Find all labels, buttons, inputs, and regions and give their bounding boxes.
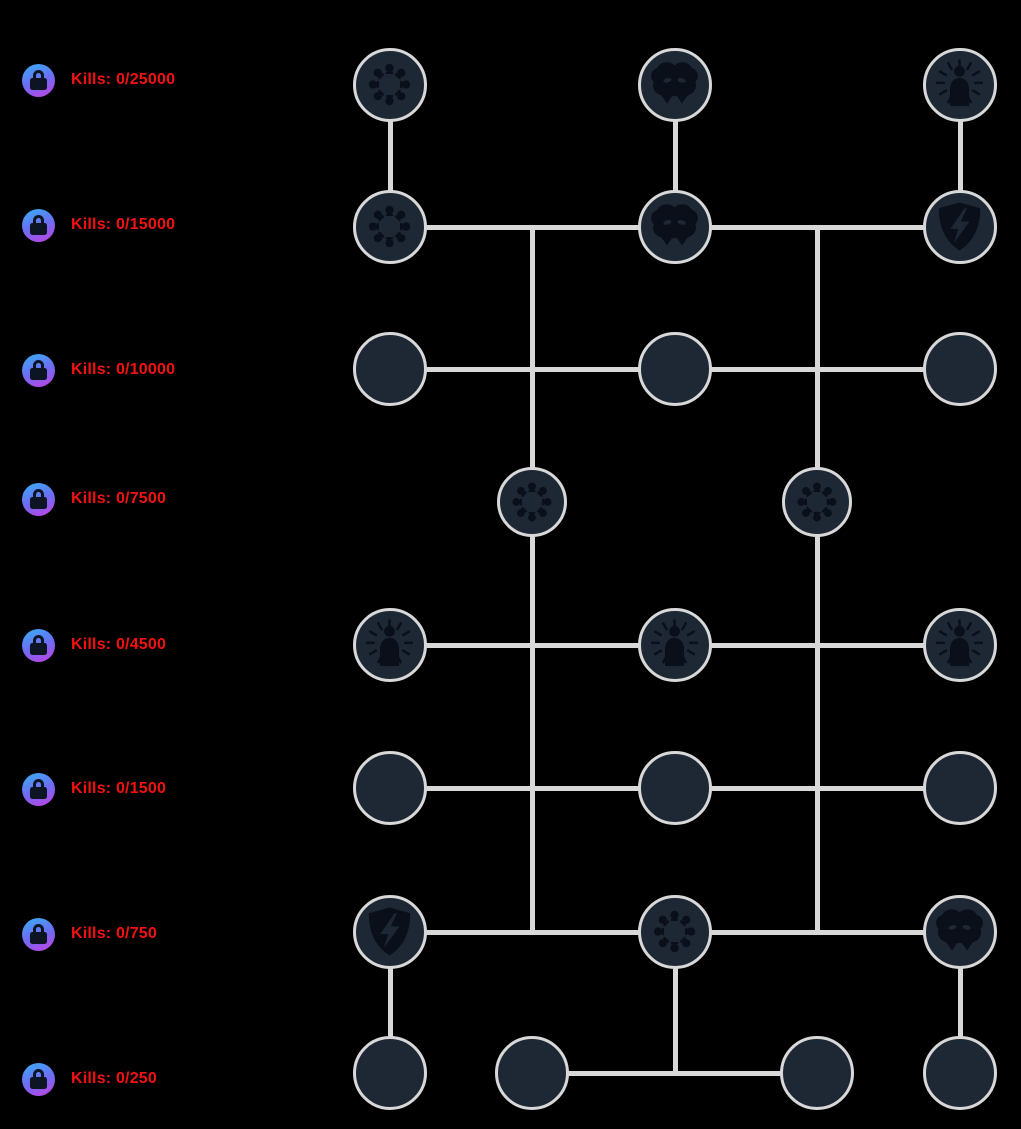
skulls-circle-icon [792,477,842,527]
lock-shackle [33,634,44,645]
skill-node-dragon-head[interactable] [638,190,712,264]
skill-node-person-rays[interactable] [923,608,997,682]
shield-lightning-icon [363,905,416,958]
lock-body [30,642,47,655]
kill-requirement-label: Kills: 0/10000 [71,361,176,378]
lock-shackle [33,778,44,789]
lock-shackle [33,359,44,370]
skill-node-skulls-circle[interactable] [353,190,427,264]
lock-body [30,367,47,380]
kill-requirement-label: Kills: 0/750 [71,925,158,942]
kill-requirement-row: Kills: 0/10000 [22,353,175,387]
kill-requirement-row: Kills: 0/4500 [22,628,166,662]
skill-node-person-rays[interactable] [353,608,427,682]
skill-node-skulls-circle[interactable] [353,48,427,122]
lock-icon [22,208,55,242]
lock-shackle [33,488,44,499]
skill-node-empty[interactable] [923,332,997,406]
lock-icon [22,353,55,387]
lock-shackle [33,1068,44,1079]
lock-icon [22,772,55,806]
skulls-circle-icon [648,905,701,958]
lock-body [30,931,47,944]
kill-requirement-label: Kills: 0/15000 [71,216,176,233]
skill-node-dragon-head[interactable] [638,48,712,122]
lock-shackle [33,214,44,225]
connector-line [532,1070,817,1076]
connector-line [672,932,678,1073]
lock-shackle [33,923,44,934]
person-rays-icon [363,618,416,671]
skulls-circle-icon [507,477,557,527]
skill-node-empty[interactable] [638,332,712,406]
kill-requirement-label: Kills: 0/4500 [71,636,167,653]
person-rays-icon [933,618,986,671]
kill-requirement-row: Kills: 0/15000 [22,208,175,242]
kill-requirement-row: Kills: 0/25000 [22,63,175,97]
kill-requirement-label: Kills: 0/250 [71,1070,158,1087]
kill-requirement-row: Kills: 0/7500 [22,482,166,516]
lock-body [30,496,47,509]
kill-requirement-label: Kills: 0/25000 [71,71,176,88]
skill-node-empty[interactable] [495,1036,569,1110]
skill-node-empty[interactable] [923,1036,997,1110]
connector-line [387,932,393,1073]
lock-icon [22,482,55,516]
skulls-circle-icon [363,58,416,111]
connector-line [672,85,678,227]
skill-node-empty[interactable] [353,332,427,406]
skill-node-shield-lightning[interactable] [353,895,427,969]
lock-body [30,1076,47,1089]
skill-node-shield-lightning[interactable] [923,190,997,264]
person-rays-icon [648,618,701,671]
dragon-head-icon [648,58,701,111]
lock-icon [22,628,55,662]
dragon-head-icon [933,905,986,958]
skill-node-skulls-circle[interactable] [497,467,567,537]
kill-requirement-label: Kills: 0/1500 [71,780,167,797]
skill-node-person-rays[interactable] [638,608,712,682]
skill-node-skulls-circle[interactable] [638,895,712,969]
skill-node-empty[interactable] [923,751,997,825]
skulls-circle-icon [363,200,416,253]
skill-node-empty[interactable] [638,751,712,825]
skill-node-empty[interactable] [780,1036,854,1110]
skill-node-empty[interactable] [353,1036,427,1110]
connector-line [387,85,393,227]
lock-body [30,222,47,235]
lock-shackle [33,69,44,80]
lock-body [30,786,47,799]
kill-requirement-row: Kills: 0/250 [22,1062,157,1096]
skill-node-skulls-circle[interactable] [782,467,852,537]
lock-icon [22,63,55,97]
skill-node-empty[interactable] [353,751,427,825]
connector-line [814,227,820,932]
lock-body [30,77,47,90]
connector-line [957,85,963,227]
connector-line [529,227,535,932]
shield-lightning-icon [933,200,986,253]
skill-node-person-rays[interactable] [923,48,997,122]
kill-requirement-row: Kills: 0/1500 [22,772,166,806]
lock-icon [22,1062,55,1096]
kill-requirement-label: Kills: 0/7500 [71,490,167,507]
dragon-head-icon [648,200,701,253]
connector-line [957,932,963,1073]
kill-requirement-row: Kills: 0/750 [22,917,157,951]
skill-node-dragon-head[interactable] [923,895,997,969]
person-rays-icon [933,58,986,111]
lock-icon [22,917,55,951]
